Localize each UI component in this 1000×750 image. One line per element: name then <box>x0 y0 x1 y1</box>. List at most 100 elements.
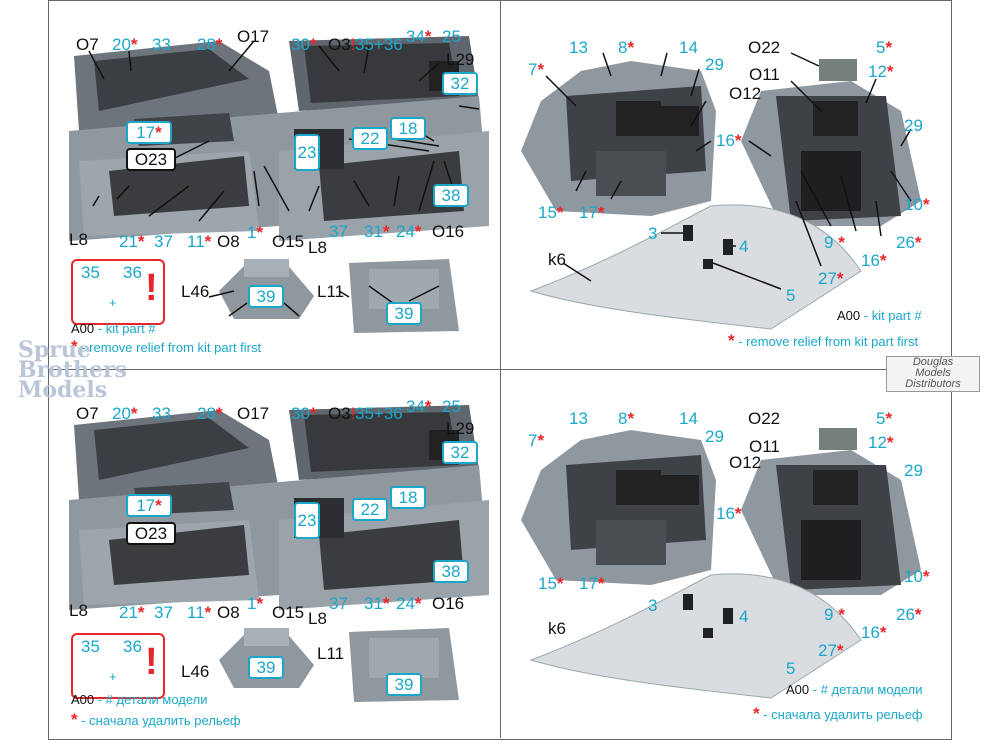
label-29: 29 <box>705 55 724 74</box>
label-8: 8* <box>618 38 635 57</box>
label-O23: O23 <box>126 522 176 545</box>
panel-top-left: O7 20* 33 28* O17 30* O3! 35+36 34* 25 L… <box>49 1 500 369</box>
label-17: 17* <box>126 494 172 517</box>
instrument-panels-canopy-illustration <box>521 428 921 699</box>
label-34: 34* <box>406 397 432 416</box>
legend-kit-part: A00 - kit part # <box>837 308 922 323</box>
label-10: 10* <box>904 567 930 586</box>
legend-kit-part: A00 - kit part # <box>71 321 156 336</box>
label-14: 14 <box>679 38 698 57</box>
label-27: 27* <box>818 641 844 660</box>
label-L8-b: L8 <box>308 609 327 628</box>
legend-remove-relief: * - сначала удалить рельеф <box>753 704 923 723</box>
label-4: 4 <box>739 607 749 626</box>
label-28: 28* <box>197 404 223 423</box>
label-13: 13 <box>569 38 588 57</box>
label-11: 11* <box>187 232 212 251</box>
label-37-b: 37 <box>329 222 348 241</box>
label-27: 27* <box>818 269 844 288</box>
label-25: 25 <box>442 27 461 46</box>
label-28: 28* <box>197 35 223 54</box>
label-O7: O7 <box>76 404 99 423</box>
label-24: 24* <box>396 222 422 241</box>
label-29: 29 <box>705 427 724 446</box>
label-23: 23 <box>294 134 320 171</box>
label-20: 20* <box>112 35 138 54</box>
label-33: 33 <box>152 404 171 423</box>
label-k6: k6 <box>548 250 566 269</box>
legend-remove-relief: * - сначала удалить рельеф <box>71 710 241 729</box>
label-O8: O8 <box>217 603 240 622</box>
legend-remove-relief: * - remove relief from kit part first <box>728 331 919 350</box>
dmd-watermark-logo: Douglas Models Distributors <box>886 356 980 392</box>
label-L29: L29 <box>446 419 475 438</box>
label-9: 9 * <box>824 233 845 252</box>
label-39-a: 39 <box>248 285 284 308</box>
label-16-b: 16* <box>861 623 887 642</box>
label-L11: L11 <box>317 644 345 663</box>
label-1: 1* <box>247 594 264 613</box>
label-22: 22 <box>352 127 388 150</box>
label-29-b: 29 <box>904 116 923 135</box>
label-39-b: 39 <box>386 302 422 325</box>
label-30: 30* <box>291 404 317 423</box>
decal-callout: 35 36 + ! <box>71 633 165 699</box>
label-11: 11* <box>187 603 212 622</box>
label-L8-b: L8 <box>308 238 327 257</box>
legend-kit-part: A00 - # детали модели <box>71 692 208 707</box>
label-O22: O22 <box>748 409 781 428</box>
label-10: 10* <box>904 195 930 214</box>
label-15: 15* <box>538 203 564 222</box>
label-26: 26* <box>896 233 922 252</box>
label-37: 37 <box>154 603 173 622</box>
label-16: 16* <box>716 504 742 523</box>
label-O22: O22 <box>748 38 781 57</box>
label-17: 17* <box>126 121 172 144</box>
legend-remove-relief: * - remove relief from kit part first <box>71 337 262 356</box>
panel-bottom-left: O7 20* 33 28* O17 30* O3! 35+36 34* 25 L… <box>49 370 500 738</box>
label-12: 12* <box>868 433 894 452</box>
label-O8: O8 <box>217 232 240 251</box>
label-38: 38 <box>433 184 469 207</box>
sbm-watermark-logo: Sprue Brothers Models <box>18 337 127 403</box>
label-17: 17* <box>579 203 605 222</box>
label-21: 21* <box>119 603 145 622</box>
instrument-panels-canopy-illustration <box>521 52 921 330</box>
label-O16: O16 <box>432 594 465 613</box>
label-25: 25 <box>442 397 461 416</box>
label-37: 37 <box>154 232 173 251</box>
label-5: 5* <box>876 409 893 428</box>
label-L46: L46 <box>181 282 210 301</box>
label-O17: O17 <box>237 27 270 46</box>
label-O16: O16 <box>432 222 465 241</box>
label-15: 15* <box>538 574 564 593</box>
label-12: 12* <box>868 62 894 81</box>
label-7: 7* <box>528 431 545 450</box>
label-9: 9 * <box>824 605 845 624</box>
label-O7: O7 <box>76 35 99 54</box>
label-O12: O12 <box>729 84 762 103</box>
label-3: 3 <box>648 596 658 615</box>
label-O23: O23 <box>126 148 176 171</box>
label-38: 38 <box>433 560 469 583</box>
label-32: 32 <box>442 441 478 464</box>
label-31: 31* <box>364 222 390 241</box>
label-O17: O17 <box>237 404 270 423</box>
label-5-b: 5 <box>786 659 796 678</box>
label-37-b: 37 <box>329 594 348 613</box>
decal-callout: 35 36 + ! <box>71 259 165 325</box>
label-7: 7* <box>528 60 545 79</box>
legend-kit-part: A00 - # детали модели <box>786 682 923 697</box>
label-18: 18 <box>390 117 426 140</box>
label-O15: O15 <box>272 603 305 622</box>
label-13: 13 <box>569 409 588 428</box>
label-39-a: 39 <box>248 656 284 679</box>
label-16: 16* <box>716 131 742 150</box>
label-29-b: 29 <box>904 461 923 480</box>
label-O12: O12 <box>729 453 762 472</box>
label-1: 1* <box>247 223 264 242</box>
label-31: 31* <box>364 594 390 613</box>
label-O11: O11 <box>749 437 780 456</box>
label-5: 5* <box>876 38 893 57</box>
label-L8: L8 <box>69 230 88 249</box>
